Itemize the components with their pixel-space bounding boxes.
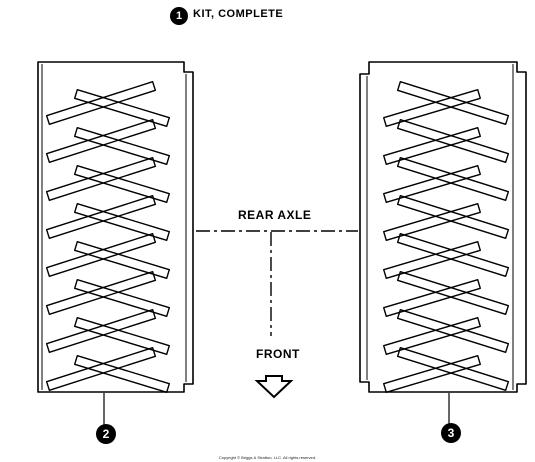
- callout-badge-1: 1: [170, 7, 188, 25]
- tread-bar: [383, 88, 481, 128]
- tread-bar: [45, 81, 157, 125]
- rear-axle-label: REAR AXLE: [238, 208, 312, 222]
- tread-bar: [73, 88, 171, 128]
- tread-bar: [73, 354, 171, 394]
- tread-bar: [383, 316, 481, 356]
- tread-bar: [45, 347, 157, 391]
- right-tire: [359, 61, 527, 394]
- tread-bar: [396, 309, 510, 353]
- tread-bar: [73, 240, 171, 280]
- tread-bar: [45, 271, 157, 315]
- kit-title: KIT, COMPLETE: [193, 8, 284, 20]
- tread-bar: [383, 164, 481, 204]
- tread-bar: [396, 233, 510, 277]
- tread-bar: [73, 202, 171, 242]
- tread-bar: [383, 202, 481, 242]
- tread-bar: [45, 119, 157, 163]
- tread-bar: [396, 271, 510, 315]
- front-arrow-icon: [254, 375, 294, 399]
- callout-badge-2: 2: [96, 424, 116, 444]
- tread-bar: [383, 278, 481, 318]
- tread-bar: [73, 126, 171, 166]
- left-tire: [37, 61, 194, 394]
- tread-bar: [45, 195, 157, 239]
- tread-bar: [73, 278, 171, 318]
- tread-bar: [383, 126, 481, 166]
- tread-bar: [45, 157, 157, 201]
- tread-bar: [396, 119, 510, 163]
- tread-bar: [396, 157, 510, 201]
- left-tire-outline: [37, 61, 194, 393]
- right-tire-outline: [359, 61, 527, 393]
- front-label: FRONT: [256, 347, 300, 361]
- copyright-notice: Copyright © Briggs & Stratton, LLC. All …: [218, 455, 317, 460]
- tread-bar: [383, 354, 481, 394]
- callout-badge-3: 3: [441, 423, 461, 443]
- left-tire-tread: [45, 81, 171, 394]
- tread-bar: [45, 309, 157, 353]
- tread-bar: [396, 195, 510, 239]
- tread-bar: [45, 233, 157, 277]
- tread-bar: [396, 347, 510, 391]
- tread-bar: [396, 81, 510, 125]
- tread-bar: [73, 164, 171, 204]
- tread-bar: [383, 240, 481, 280]
- right-tire-tread: [383, 81, 510, 394]
- tread-bar: [73, 316, 171, 356]
